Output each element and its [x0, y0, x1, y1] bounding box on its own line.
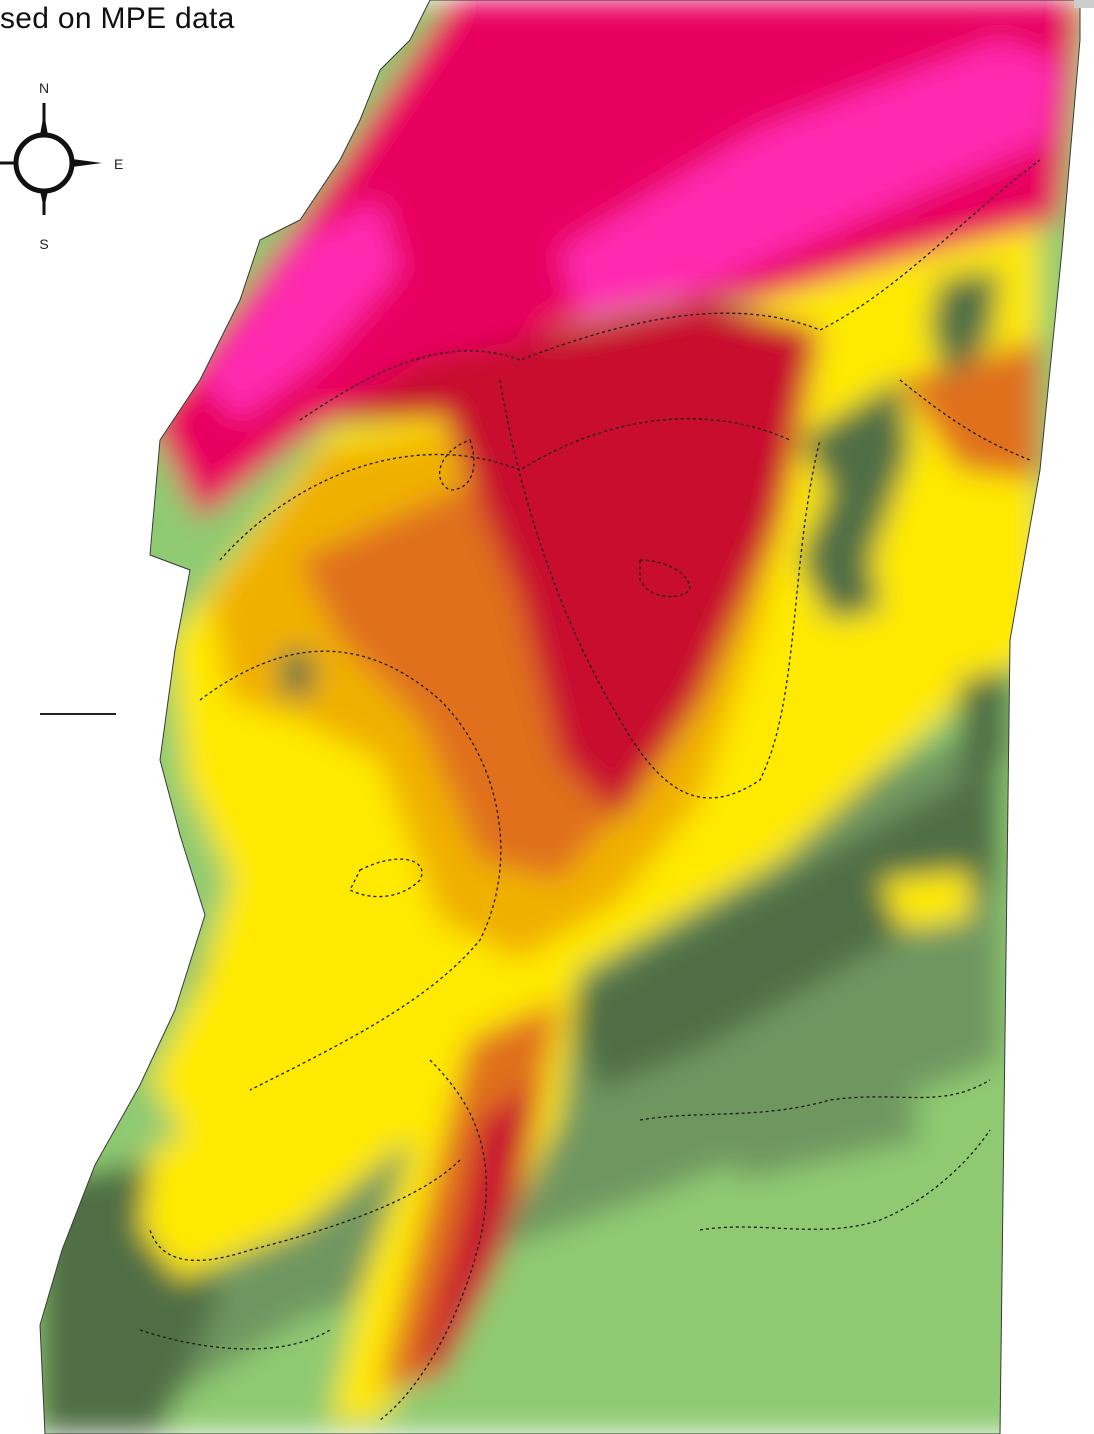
compass-south: S [39, 236, 48, 252]
compass-rose-icon: N E S W [0, 80, 123, 252]
frame-corner [1074, 0, 1094, 8]
compass-north: N [39, 80, 49, 96]
contour-lines [139, 159, 1041, 1421]
map-title: sed on MPE data [0, 2, 235, 35]
compass-east: E [114, 156, 123, 172]
region-boundary [39, 0, 1081, 1434]
